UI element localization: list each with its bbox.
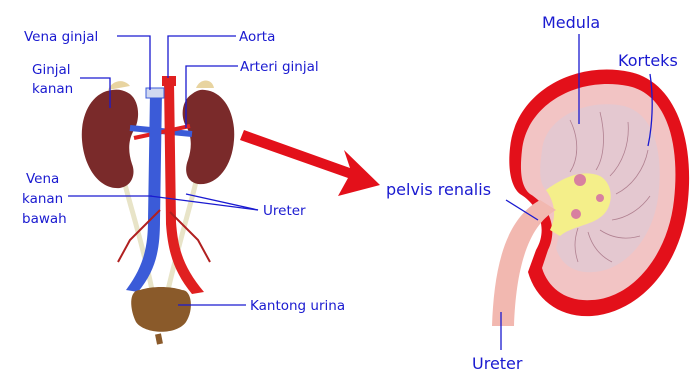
label-arteri-ginjal: Arteri ginjal: [240, 59, 319, 75]
adrenal-right: [108, 81, 130, 90]
calyx-3: [596, 194, 604, 202]
bladder: [131, 287, 191, 332]
label-vena-ginjal: Vena ginjal: [24, 29, 98, 45]
label-kantong-urina: Kantong urina: [250, 298, 345, 314]
aorta-top: [162, 76, 176, 86]
label-vena-kanan-bawah-3: bawah: [22, 211, 67, 227]
adrenal-left: [196, 81, 214, 89]
label-ureter-left: Ureter: [263, 203, 306, 219]
kidney-cross-section: [492, 69, 689, 326]
right-arrow-icon: [240, 130, 380, 196]
label-ginjal-kanan-2: kanan: [32, 81, 73, 97]
label-aorta: Aorta: [239, 29, 275, 45]
kidney-left: [183, 90, 235, 184]
vena-top: [146, 88, 164, 98]
calyx-1: [574, 174, 586, 186]
label-vena-kanan-bawah-1: Vena: [26, 171, 59, 187]
label-vena-kanan-bawah-2: kanan: [22, 191, 63, 207]
urethra: [158, 334, 160, 344]
label-pelvis-renalis: pelvis renalis: [386, 180, 491, 199]
label-ureter-right: Ureter: [472, 354, 523, 371]
label-korteks: Korteks: [618, 51, 678, 70]
label-medula: Medula: [542, 13, 600, 32]
label-ginjal-kanan-1: Ginjal: [32, 62, 71, 78]
leader-aorta: [168, 36, 236, 78]
urinary-system-illustration: [82, 76, 234, 344]
calyx-2: [571, 209, 581, 219]
